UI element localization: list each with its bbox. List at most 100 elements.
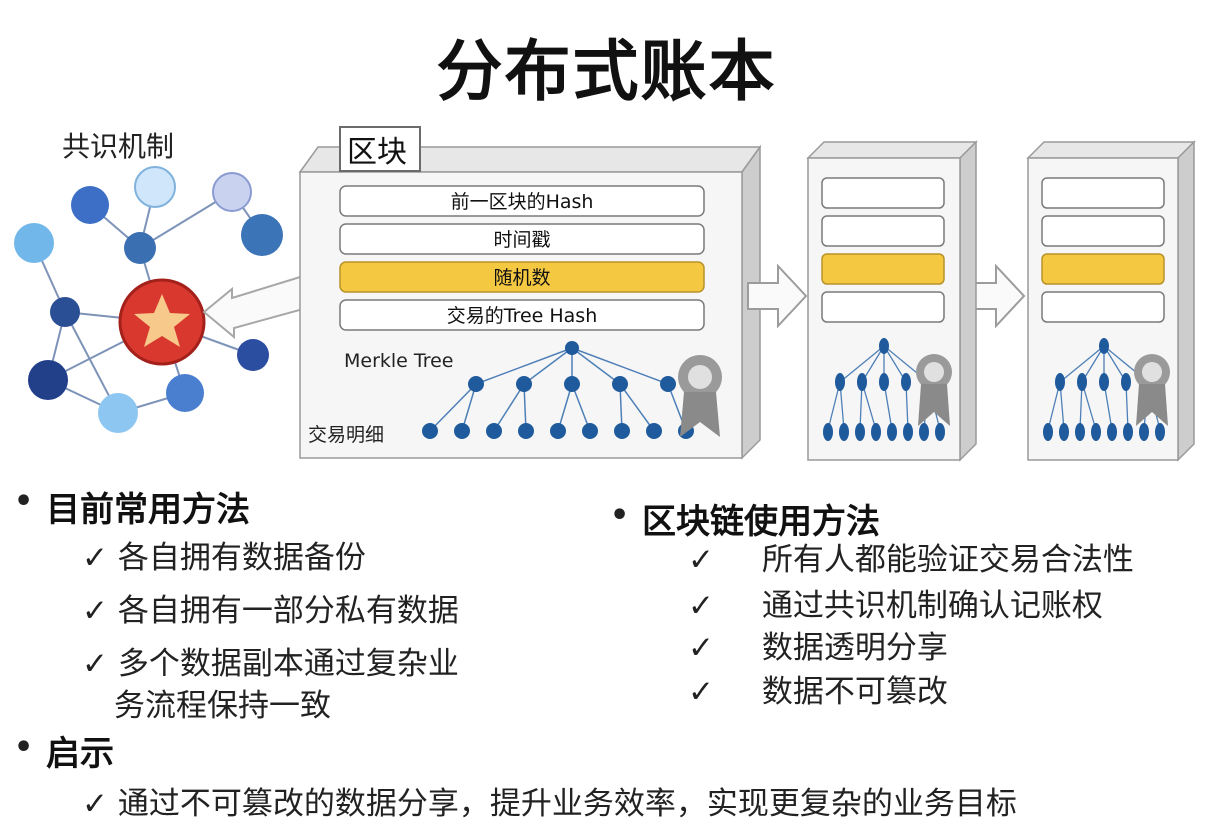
merkle-leaf xyxy=(550,423,566,439)
merkle-leaf xyxy=(1043,423,1053,441)
merkle-leaf xyxy=(582,423,598,439)
merkle-leaf xyxy=(1091,423,1101,441)
block-field-label: 前一区块的Hash xyxy=(451,191,594,213)
check-icon: ✓ xyxy=(82,540,108,576)
merkle-node xyxy=(879,373,889,391)
block-field xyxy=(821,253,945,285)
check-icon: ✓ xyxy=(688,630,714,666)
block-field xyxy=(339,185,705,217)
ledger-diagram: 共识机制 xyxy=(14,126,1196,462)
check-icon: ✓ xyxy=(688,542,714,578)
chain-block-3 xyxy=(1026,140,1196,462)
check-icon: ✓ xyxy=(82,646,108,682)
insight-heading: 启示 xyxy=(46,734,114,774)
check-icon: ✓ xyxy=(688,588,714,624)
block-tag xyxy=(339,126,421,172)
merkle-leaf xyxy=(614,423,630,439)
merkle-leaf xyxy=(1139,423,1149,441)
check-icon: ✓ xyxy=(688,674,714,710)
bullet-current: • xyxy=(14,484,34,519)
seal-icon xyxy=(916,354,952,426)
page-title: 分布式账本 xyxy=(436,33,777,110)
current-item-continued: 务流程保持一致 xyxy=(114,688,331,724)
network-node xyxy=(241,214,283,256)
merkle-leaf xyxy=(646,423,662,439)
merkle-leaf xyxy=(1107,423,1117,441)
current-item: ✓ 各自拥有数据备份 xyxy=(82,540,366,576)
merkle-node xyxy=(1099,338,1109,354)
block-field xyxy=(821,177,945,209)
blockchain-item: ✓ 通过共识机制确认记账权 xyxy=(688,588,1103,624)
merkle-leaf xyxy=(1123,423,1133,441)
consensus-label: 共识机制 xyxy=(62,130,174,163)
merkle-leaf xyxy=(935,423,945,441)
merkle-tree xyxy=(422,341,694,439)
check-icon: ✓ xyxy=(82,593,108,629)
blockchain-methods-heading: 区块链使用方法 xyxy=(642,502,880,542)
network-node xyxy=(71,186,109,224)
bullet-blockchain: • xyxy=(610,498,630,533)
star-icon xyxy=(134,294,190,347)
merkle-node xyxy=(565,341,579,355)
merkle-node xyxy=(879,338,889,354)
block-field-label: 时间戳 xyxy=(493,229,550,251)
consensus-star-node xyxy=(118,278,206,366)
transaction-details-label: 交易明细 xyxy=(308,424,384,446)
block-field xyxy=(1041,291,1165,323)
block-field xyxy=(339,261,705,293)
seal-icon xyxy=(1134,354,1170,426)
merkle-node xyxy=(1077,373,1087,391)
block-field xyxy=(1041,215,1165,247)
block-field-label: 交易的Tree Hash xyxy=(447,305,598,327)
network-node xyxy=(134,166,176,208)
network-node xyxy=(14,223,54,263)
block-fields xyxy=(1041,177,1165,323)
merkle-leaf xyxy=(1059,423,1069,441)
network-node xyxy=(124,232,156,264)
network-node xyxy=(212,172,252,212)
network-node xyxy=(237,339,269,371)
merkle-node xyxy=(468,376,484,392)
merkle-leaf xyxy=(887,423,897,441)
block-field xyxy=(821,215,945,247)
merkle-leaf xyxy=(1075,423,1085,441)
merkle-leaf xyxy=(855,423,865,441)
merkle-node xyxy=(857,373,867,391)
chain-arrow-icon xyxy=(747,263,808,329)
merkle-tree-label: Merkle Tree xyxy=(344,350,454,372)
merkle-node xyxy=(660,376,676,392)
merkle-node xyxy=(1121,373,1131,391)
merkle-leaf xyxy=(422,423,438,439)
merkle-leaf xyxy=(1155,423,1165,441)
merkle-node xyxy=(835,373,845,391)
insight-item: ✓ 通过不可篡改的数据分享，提升业务效率，实现更复杂的业务目标 xyxy=(82,786,1017,822)
current-item: ✓ 多个数据副本通过复杂业 xyxy=(82,646,459,682)
merkle-leaf xyxy=(454,423,470,439)
merkle-leaf xyxy=(871,423,881,441)
current-methods-heading: 目前常用方法 xyxy=(46,490,250,530)
block-field-label: 随机数 xyxy=(493,267,550,289)
blockchain-item: ✓ 数据透明分享 xyxy=(688,630,948,666)
merkle-leaf xyxy=(486,423,502,439)
seal-icon xyxy=(678,355,722,437)
block-field xyxy=(339,223,705,255)
network-node xyxy=(98,393,138,433)
block-field xyxy=(1041,253,1165,285)
merkle-node xyxy=(612,376,628,392)
chain-block-2 xyxy=(806,140,978,462)
consensus-network-nodes xyxy=(14,166,283,433)
current-item: ✓ 各自拥有一部分私有数据 xyxy=(82,593,459,629)
network-node xyxy=(166,374,204,412)
block-field xyxy=(1041,177,1165,209)
block-field xyxy=(821,291,945,323)
network-node xyxy=(50,297,80,327)
check-icon: ✓ xyxy=(82,786,108,822)
merkle-node xyxy=(1055,373,1065,391)
network-node xyxy=(28,360,68,400)
block-tag-label: 区块 xyxy=(347,135,407,170)
merkle-leaf xyxy=(839,423,849,441)
merkle-node xyxy=(901,373,911,391)
merkle-node xyxy=(1099,373,1109,391)
merkle-leaf xyxy=(823,423,833,441)
